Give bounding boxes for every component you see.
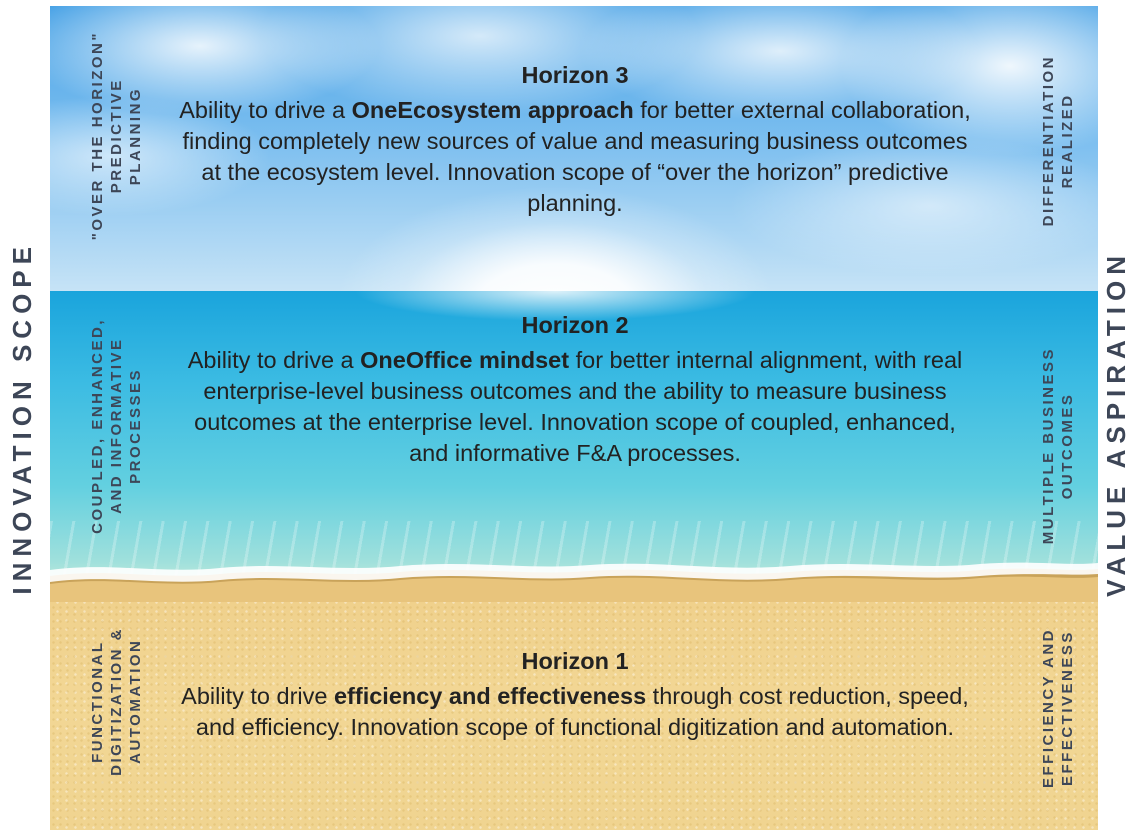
sand-band (50, 576, 1098, 830)
horizon-3-title: Horizon 3 (521, 62, 629, 88)
sea-band (50, 291, 1098, 591)
horizon-2-text-after: for better internal alignment, with real… (194, 347, 963, 466)
horizon-3-block: Horizon 3 Ability to drive a OneEcosyste… (175, 60, 975, 219)
horizon-1-bold: efficiency and effectiveness (333, 683, 647, 709)
innovation-scope-axis-title: INNOVATION SCOPE (0, 0, 44, 835)
foam-line (50, 562, 1098, 582)
horizon-3-bold: OneEcosystem approach (351, 97, 634, 123)
value-aspiration-label: VALUE ASPIRATION (1100, 250, 1131, 597)
horizon-3-text-before: Ability to drive a (179, 97, 352, 123)
shoreline (50, 562, 1098, 602)
dry-sand-edge (50, 576, 1098, 602)
horizon-2-title: Horizon 2 (521, 312, 629, 338)
horizon-2-block: Horizon 2 Ability to drive a OneOffice m… (175, 310, 975, 469)
horizon-1-text-before: Ability to drive (181, 683, 334, 709)
value-aspiration-axis-title: VALUE ASPIRATION (1099, 0, 1133, 835)
horizon-2-bold: OneOffice mindset (360, 347, 570, 373)
sky-band (50, 6, 1098, 291)
beach-horizons-diagram: Horizon 3 Ability to drive a OneEcosyste… (50, 6, 1098, 830)
horizon-1-text-after: through cost reduction, speed, and effic… (195, 683, 969, 740)
horizon-1-title: Horizon 1 (521, 648, 629, 674)
horizon-3-text-after: for better external collaboration, findi… (182, 97, 971, 216)
horizon-2-text-before: Ability to drive a (187, 347, 361, 373)
horizon-1-block: Horizon 1 Ability to drive efficiency an… (175, 646, 975, 743)
innovation-scope-label: INNOVATION SCOPE (6, 240, 37, 595)
